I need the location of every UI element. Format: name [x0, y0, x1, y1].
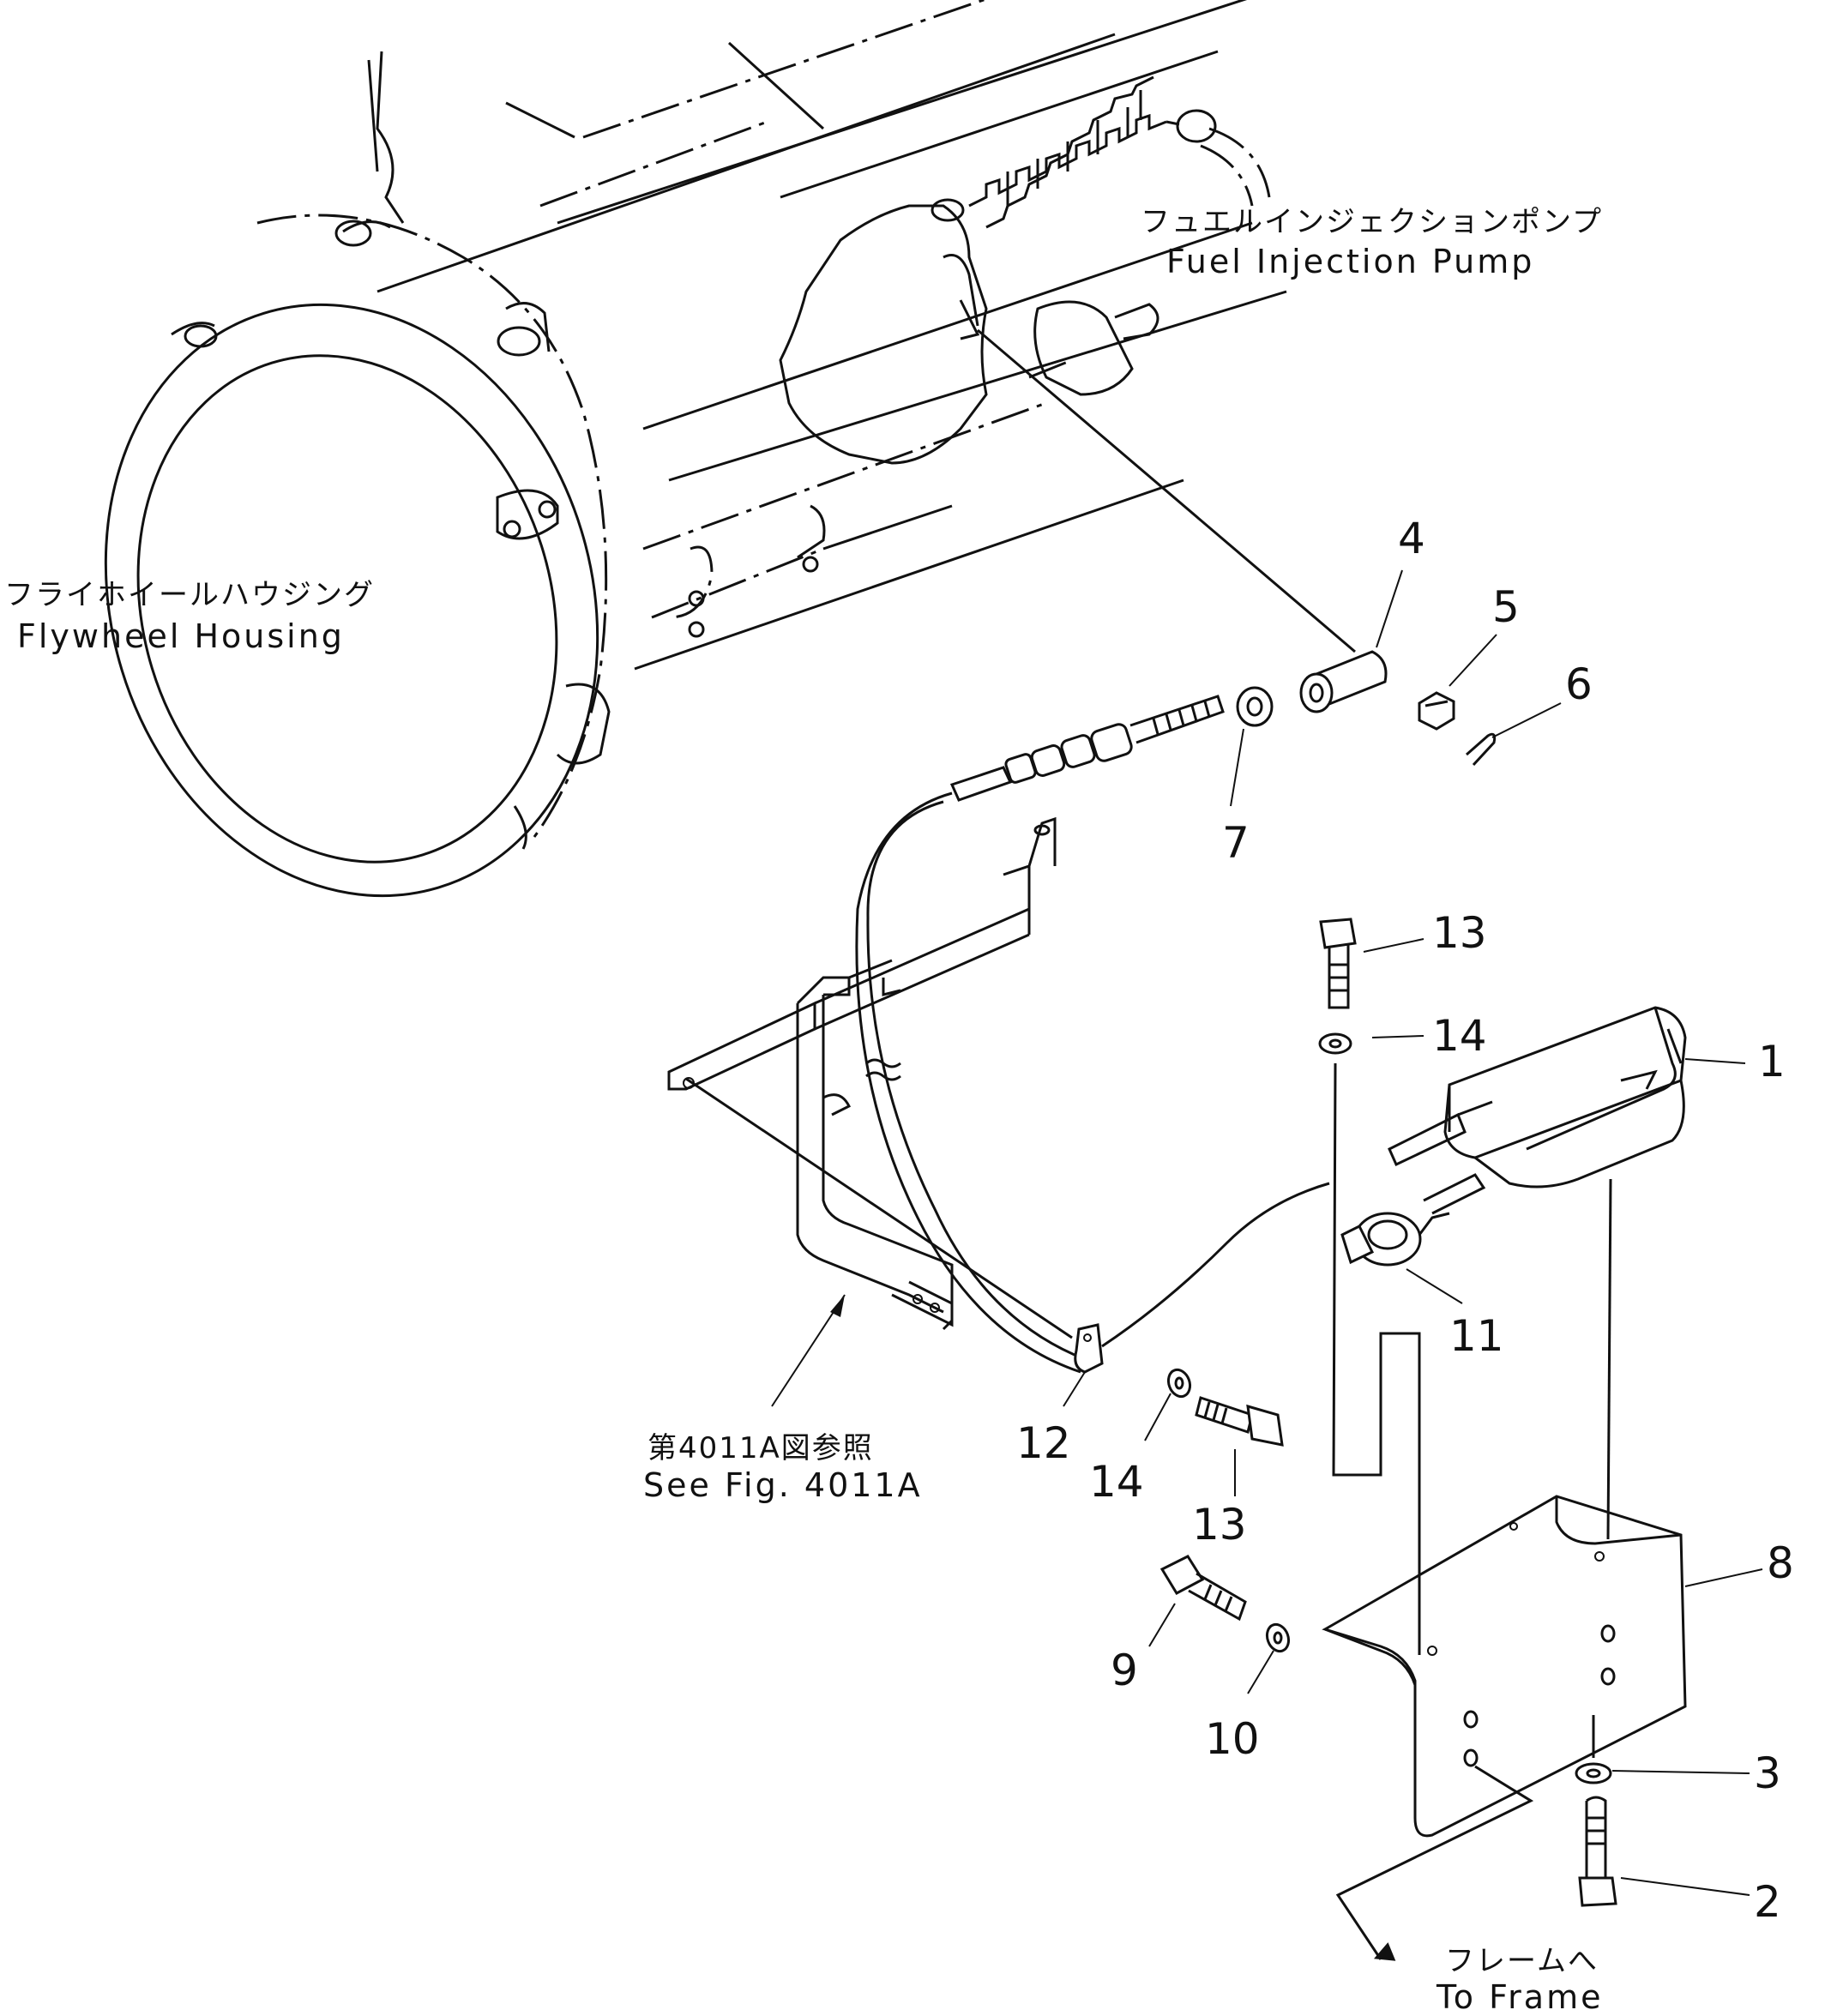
to-frame-line [1335, 1765, 1534, 1960]
part-3-washer [1575, 1762, 1612, 1784]
callout-12: 12 [1016, 1418, 1071, 1468]
mount-line-right [1606, 1178, 1612, 1540]
part-10-washer [1265, 1622, 1291, 1653]
part-5-nut [1418, 691, 1455, 731]
part-7-nut [1236, 686, 1274, 727]
callout-9: 9 [1111, 1646, 1138, 1695]
leader-lines [771, 569, 1763, 1896]
flywheel-housing [104, 214, 826, 898]
part-12-clamp [1074, 1323, 1104, 1374]
callout-6: 6 [1565, 659, 1593, 709]
part-6-cotter-pin [1466, 732, 1497, 767]
callout-13-upper: 13 [1432, 908, 1487, 958]
part-9-bolt [1159, 1555, 1247, 1622]
injection-line-ribs [968, 75, 1167, 229]
to-frame-label-en: To Frame [1436, 1978, 1603, 2012]
fuel-pump-label-en: Fuel Injection Pump [1166, 243, 1534, 280]
part-1-lever-assembly [1388, 1006, 1687, 1215]
see-fig-label-en: See Fig. 4011A [643, 1466, 923, 1504]
bracket-fig-4011a [667, 816, 1057, 1331]
fuel-injection-pump [779, 75, 1271, 465]
part-14-washer-upper [1318, 1032, 1352, 1055]
part-13-bolt-lower [1195, 1396, 1284, 1447]
engine-block [367, 0, 1287, 671]
flywheel-label-jp: フライホイールハウジング [4, 578, 375, 612]
control-cable [855, 791, 1081, 1374]
part-13-bolt-upper [1319, 918, 1357, 1009]
linkage-rod [685, 1077, 1073, 1339]
callout-8: 8 [1767, 1538, 1794, 1588]
fuel-pump-label-jp: フュエルインジェクションポンプ [1141, 205, 1603, 239]
part-14-washer-lower [1166, 1368, 1192, 1399]
callout-11: 11 [1449, 1311, 1504, 1361]
see-fig-label-jp: 第4011A図参照 [647, 1431, 874, 1465]
mount-line-left [1332, 1062, 1421, 1655]
callout-4: 4 [1398, 514, 1425, 563]
callout-14-lower: 14 [1089, 1457, 1144, 1507]
callout-3: 3 [1754, 1748, 1781, 1798]
to-frame-label-jp: フレームへ [1445, 1944, 1599, 1978]
part-8-mounting-plate [1322, 1495, 1687, 1838]
callout-7: 7 [1222, 818, 1250, 868]
part-4-rod-end [1299, 650, 1388, 713]
part-11-switch [1340, 1212, 1450, 1267]
callout-13-lower: 13 [1192, 1500, 1247, 1550]
callout-10: 10 [1205, 1714, 1260, 1764]
callout-2: 2 [1754, 1877, 1781, 1927]
governor-link-rod [977, 328, 1356, 653]
callout-5: 5 [1492, 582, 1520, 632]
cable-to-switch [1101, 1182, 1330, 1348]
callout-1: 1 [1758, 1037, 1786, 1086]
control-cable-end [949, 695, 1225, 802]
part-2-bolt [1578, 1796, 1617, 1907]
callout-14-upper: 14 [1432, 1011, 1487, 1061]
flywheel-label-en: Flywheel Housing [17, 617, 345, 655]
